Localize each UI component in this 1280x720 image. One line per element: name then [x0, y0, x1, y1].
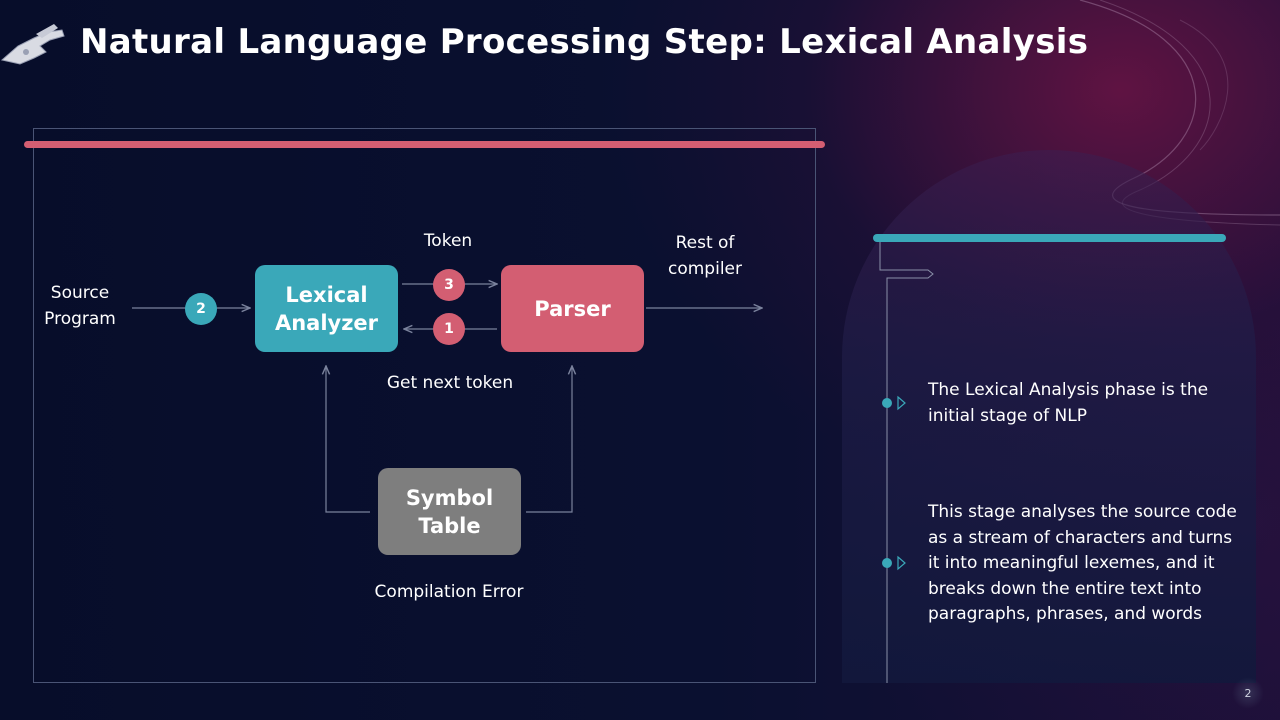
- parser-box: Parser: [501, 265, 644, 352]
- compilation-error-label: Compilation Error: [374, 582, 524, 602]
- arrow-symbol-to-lexer: [326, 366, 370, 513]
- accent-bar-teal: [873, 234, 1226, 242]
- robot-hand-icon: [0, 24, 65, 65]
- bullet-dot-1: [882, 398, 892, 408]
- bullet-arrow-1: [897, 395, 906, 411]
- bullet-arrow-2: [897, 555, 906, 571]
- token-label: Token: [423, 231, 473, 251]
- arrow-symbol-to-parser: [526, 366, 572, 513]
- diagram-frame: [33, 128, 816, 683]
- page-title: Natural Language Processing Step: Lexica…: [80, 22, 1089, 62]
- step-badge-source: 2: [185, 293, 217, 325]
- get-next-token-label: Get next token: [386, 373, 514, 393]
- lexical-analyzer-box: Lexical Analyzer: [255, 265, 398, 352]
- accent-bar-pink: [24, 141, 825, 148]
- bullet-text-1: The Lexical Analysis phase is the initia…: [928, 380, 1209, 426]
- step-badge-next: 1: [433, 313, 465, 345]
- symbol-table-box: Symbol Table: [378, 468, 521, 555]
- source-program-label: Source Program: [44, 283, 116, 329]
- step-badge-token: 3: [433, 269, 465, 301]
- page-number: 2: [1232, 677, 1264, 709]
- bullet-text-2: This stage analyses the source code as a…: [928, 502, 1237, 624]
- bullet-dot-2: [882, 558, 892, 568]
- rest-of-compiler-label: Rest of compiler: [668, 233, 742, 279]
